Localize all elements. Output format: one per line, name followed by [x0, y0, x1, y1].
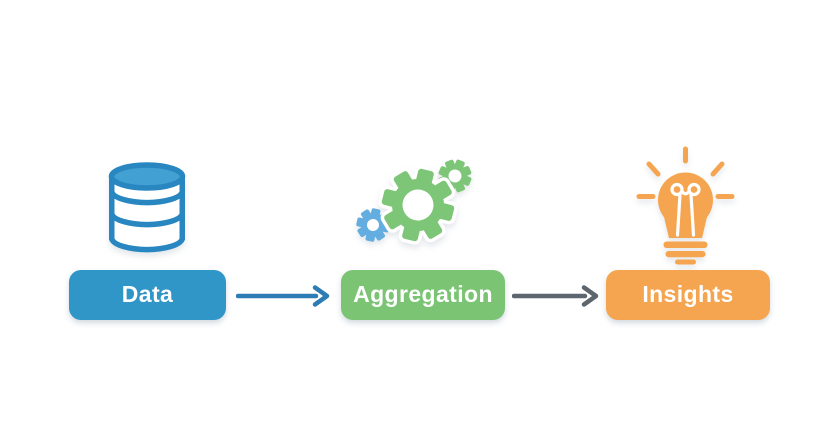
gear-small-blue: [355, 205, 393, 245]
database-body: [109, 173, 185, 253]
lightbulb-base: [663, 241, 708, 265]
lightbulb-glass: [658, 172, 713, 228]
flow-node-data-label: Data: [121, 280, 174, 307]
database-stripe-2: [109, 211, 185, 228]
lightbulb-filament: [670, 182, 701, 237]
flow-node-insights-label: Insights: [642, 280, 734, 307]
database-top: [108, 162, 186, 191]
arrow-data-to-aggregation: [236, 285, 330, 307]
lightbulb-rays: [636, 146, 735, 199]
database-icon: [108, 162, 186, 253]
database-stripe-1: [109, 189, 185, 206]
gear-large-green: [374, 161, 461, 248]
arrow-aggregation-to-insights: [512, 285, 599, 307]
flow-node-aggregation-label: Aggregation: [353, 280, 493, 307]
lightbulb-icon: [636, 146, 735, 265]
flow-node-data: Data: [69, 270, 226, 320]
flow-node-aggregation: Aggregation: [341, 270, 505, 320]
gear-small-green: [433, 154, 477, 198]
gears-icon: [355, 154, 477, 250]
flow-node-insights: Insights: [606, 270, 770, 320]
